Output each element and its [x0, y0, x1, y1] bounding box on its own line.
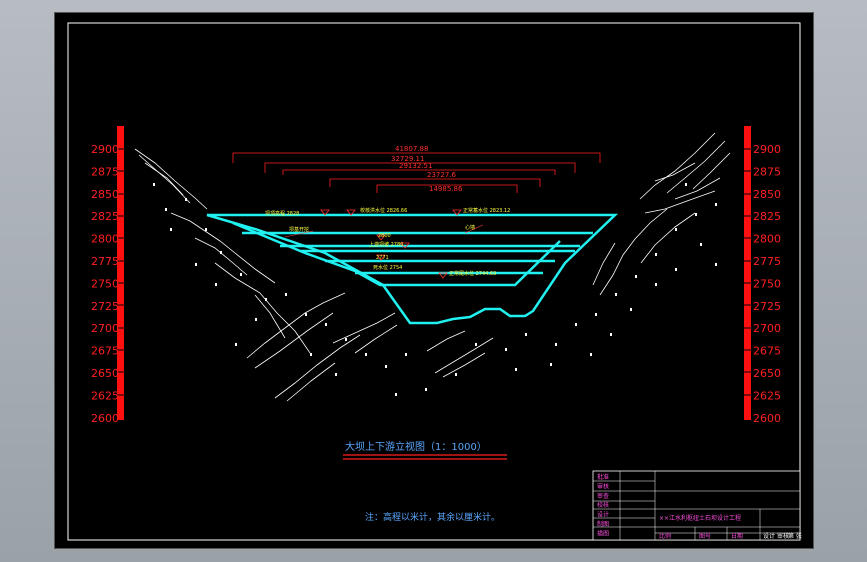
title-block-bottom-right-label: 审核 — [777, 532, 789, 540]
elevation-tick-label: 2900 — [91, 143, 119, 156]
drawing-caption: 大坝上下游立视图（1：1000） — [345, 440, 487, 453]
title-block-bottom-label: 比例 — [659, 532, 671, 540]
title-block-row-label: 审查 — [597, 492, 609, 500]
title-block-row-label: 描图 — [597, 529, 609, 537]
title-block-bottom-right-label: 第 张 — [788, 532, 802, 540]
dimension-label: 23727.6 — [427, 171, 456, 179]
water-level-label: 正常蓄水位 2823.12 — [463, 207, 510, 214]
title-block-bottom-right-label: 设计 — [763, 532, 775, 540]
left-elevation-labels: 2900 2875 2850 2825 2800 2775 2750 2725 2700 2675… — [91, 143, 119, 425]
water-level-labels: 校核洪水位 2826.66 正常蓄水位 2823.12 坝顶高程 2828 2800 上… — [265, 207, 510, 277]
elevation-tick-label: 2725 — [91, 300, 119, 313]
elevation-tick-label: 2850 — [753, 188, 781, 201]
dam-elevation-drawing: 2900 2875 2850 2825 2800 2775 2750 2725 2700 2675… — [67, 22, 802, 541]
elevation-tick-label: 2600 — [753, 412, 781, 425]
dimension-label: 14985.86 — [429, 185, 463, 193]
terrain-hatch — [134, 132, 731, 402]
water-level-label: 坝顶高程 2828 — [265, 210, 299, 217]
water-level-label: 坝基开挖 — [289, 226, 309, 233]
right-elevation-bar — [744, 126, 751, 420]
water-level-label: 正常尾水位 2744.69 — [449, 270, 496, 277]
dam-outline — [206, 213, 619, 325]
elevation-tick-label: 2650 — [91, 367, 119, 380]
elevation-tick-label: 2625 — [753, 389, 781, 402]
elevation-tick-label: 2625 — [91, 389, 119, 402]
elevation-tick-label: 2900 — [753, 143, 781, 156]
leader-lines — [284, 224, 484, 238]
title-block-row-label: 校核 — [597, 501, 609, 509]
elevation-tick-label: 2700 — [91, 322, 119, 335]
elevation-tick-label: 2800 — [753, 233, 781, 246]
title-block-bottom: 比例 图号 日期 设计审核第 张 — [659, 532, 802, 540]
title-block-bottom-label: 日期 — [731, 532, 743, 540]
dimension-lines — [232, 152, 601, 193]
left-elevation-bar — [117, 126, 124, 420]
elevation-tick-label: 2725 — [753, 300, 781, 313]
water-level-label: 2800 — [378, 233, 391, 239]
project-name: ××江水利枢纽土石坝设计工程 — [659, 514, 741, 522]
title-block — [592, 470, 801, 541]
elevation-tick-label: 2650 — [753, 367, 781, 380]
elevation-tick-label: 2600 — [91, 412, 119, 425]
title-block-row-label: 设计 — [597, 511, 609, 519]
elevation-tick-label: 2800 — [91, 233, 119, 246]
elevation-tick-label: 2825 — [91, 210, 119, 223]
water-level-label: 2771 — [376, 255, 389, 261]
dimension-label: 32729.11 — [391, 155, 424, 163]
dimension-label: 41807.88 — [395, 145, 428, 153]
title-block-row-label: 审核 — [597, 482, 609, 490]
water-level-label: 死水位 2754 — [373, 264, 402, 271]
elevation-tick-label: 2675 — [91, 345, 119, 358]
right-elevation-labels: 2900 2875 2850 2825 2800 2775 2750 2725 2700 2675… — [753, 143, 781, 425]
dimension-label: 29132.51 — [399, 162, 432, 170]
elevation-tick-label: 2875 — [91, 165, 119, 178]
elevation-tick-label: 2750 — [753, 277, 781, 290]
elevation-tick-label: 2775 — [753, 255, 781, 268]
title-block-row-label: 制图 — [597, 520, 609, 528]
water-level-label: 心墙 — [465, 224, 475, 231]
water-level-label: 上游坝坡 2780 — [369, 241, 403, 248]
inner-frame — [67, 22, 801, 541]
title-block-row-label: 批准 — [597, 473, 609, 481]
drawing-sheet: 2900 2875 2850 2825 2800 2775 2750 2725 2700 2675… — [54, 12, 814, 549]
elevation-tick-label: 2775 — [91, 255, 119, 268]
water-level-label: 校核洪水位 2826.66 — [360, 207, 407, 214]
elevation-tick-label: 2700 — [753, 322, 781, 335]
elevation-tick-label: 2675 — [753, 345, 781, 358]
drawing-note: 注：高程以米计，其余以厘米计。 — [365, 511, 500, 523]
water-level-markers — [320, 209, 462, 279]
rock-ticks — [153, 183, 717, 396]
elevation-tick-label: 2850 — [91, 188, 119, 201]
elevation-tick-label: 2825 — [753, 210, 781, 223]
elevation-tick-label: 2750 — [91, 277, 119, 290]
elevation-tick-label: 2875 — [753, 165, 781, 178]
title-block-bottom-label: 图号 — [699, 533, 711, 540]
